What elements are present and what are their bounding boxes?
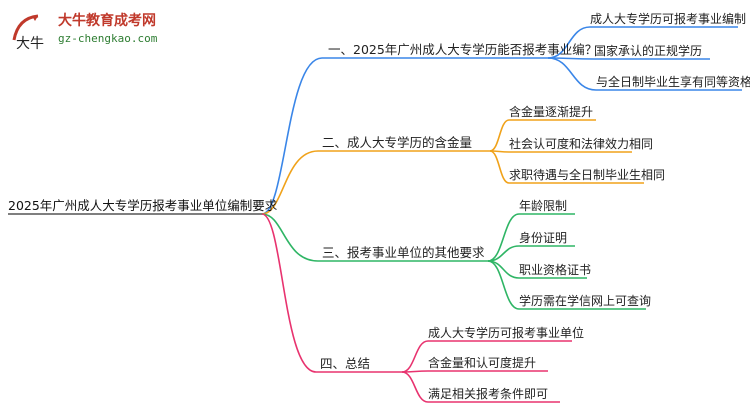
branch-2-leaf-3: 求职待遇与全日制毕业生相同: [509, 168, 666, 182]
branch-3-curve: [261, 213, 319, 262]
branch-2-curve: [261, 150, 319, 215]
logo-mark-glyph: 大牛: [16, 36, 44, 52]
branch-3-leaf-1: 年龄限制: [519, 199, 568, 213]
root-topic: 2025年广州成人大专学历报考事业单位编制要求: [8, 198, 278, 213]
branch-3-leaf-4-curve: [487, 260, 520, 310]
branch-4-leaf-2: 含金量和认可度提升: [428, 356, 537, 370]
branch-1-label: 一、2025年广州成人大专学历能否报考事业编？: [328, 42, 598, 57]
branch-1-leaf-1-curve: [547, 26, 591, 59]
branch-2-leaf-1-curve: [489, 119, 510, 152]
branch-4-leaf-1: 成人大专学历可报考事业单位: [428, 326, 585, 340]
branch-3-leaf-2: 身份证明: [519, 231, 568, 245]
branch-1-leaf-3-curve: [547, 57, 597, 91]
branch-3-leaf-1-curve: [487, 213, 520, 262]
branch-3-leaf-4: 学历需在学信网上可查询: [519, 294, 652, 308]
logo-url: gz-chengkao.com: [58, 32, 158, 45]
branch-2-leaf-3-curve: [489, 150, 510, 184]
branch-2-leaf-2: 社会认可度和法律效力相同: [509, 137, 654, 151]
branch-4-label: 四、总结: [320, 356, 371, 371]
logo-title: 大牛教育成考网: [58, 13, 156, 29]
branch-2-label: 二、成人大专学历的含金量: [322, 135, 473, 150]
branch-1-leaf-2: 国家承认的正规学历: [594, 44, 703, 58]
site-logo[interactable]: 大牛 大牛教育成考网 gz-chengkao.com: [8, 10, 198, 55]
branch-2-leaf-1: 含金量逐渐提升: [509, 105, 594, 119]
branch-1-leaf-3: 与全日制毕业生享有同等资格: [596, 75, 750, 89]
branch-4-leaf-1-curve: [401, 340, 429, 373]
branch-4-leaf-3: 满足相关报考条件即可: [428, 387, 549, 401]
branch-3-leaf-3: 职业资格证书: [519, 263, 592, 277]
branch-4-leaf-3-curve: [401, 371, 429, 403]
branch-4-curve: [261, 213, 317, 373]
branch-3-label: 三、报考事业单位的其他要求: [322, 245, 485, 260]
logo-mark-icon: 大牛: [12, 14, 44, 52]
branch-1-leaf-1: 成人大专学历可报考事业编制: [590, 12, 747, 26]
branch-1-curve: [261, 57, 323, 215]
